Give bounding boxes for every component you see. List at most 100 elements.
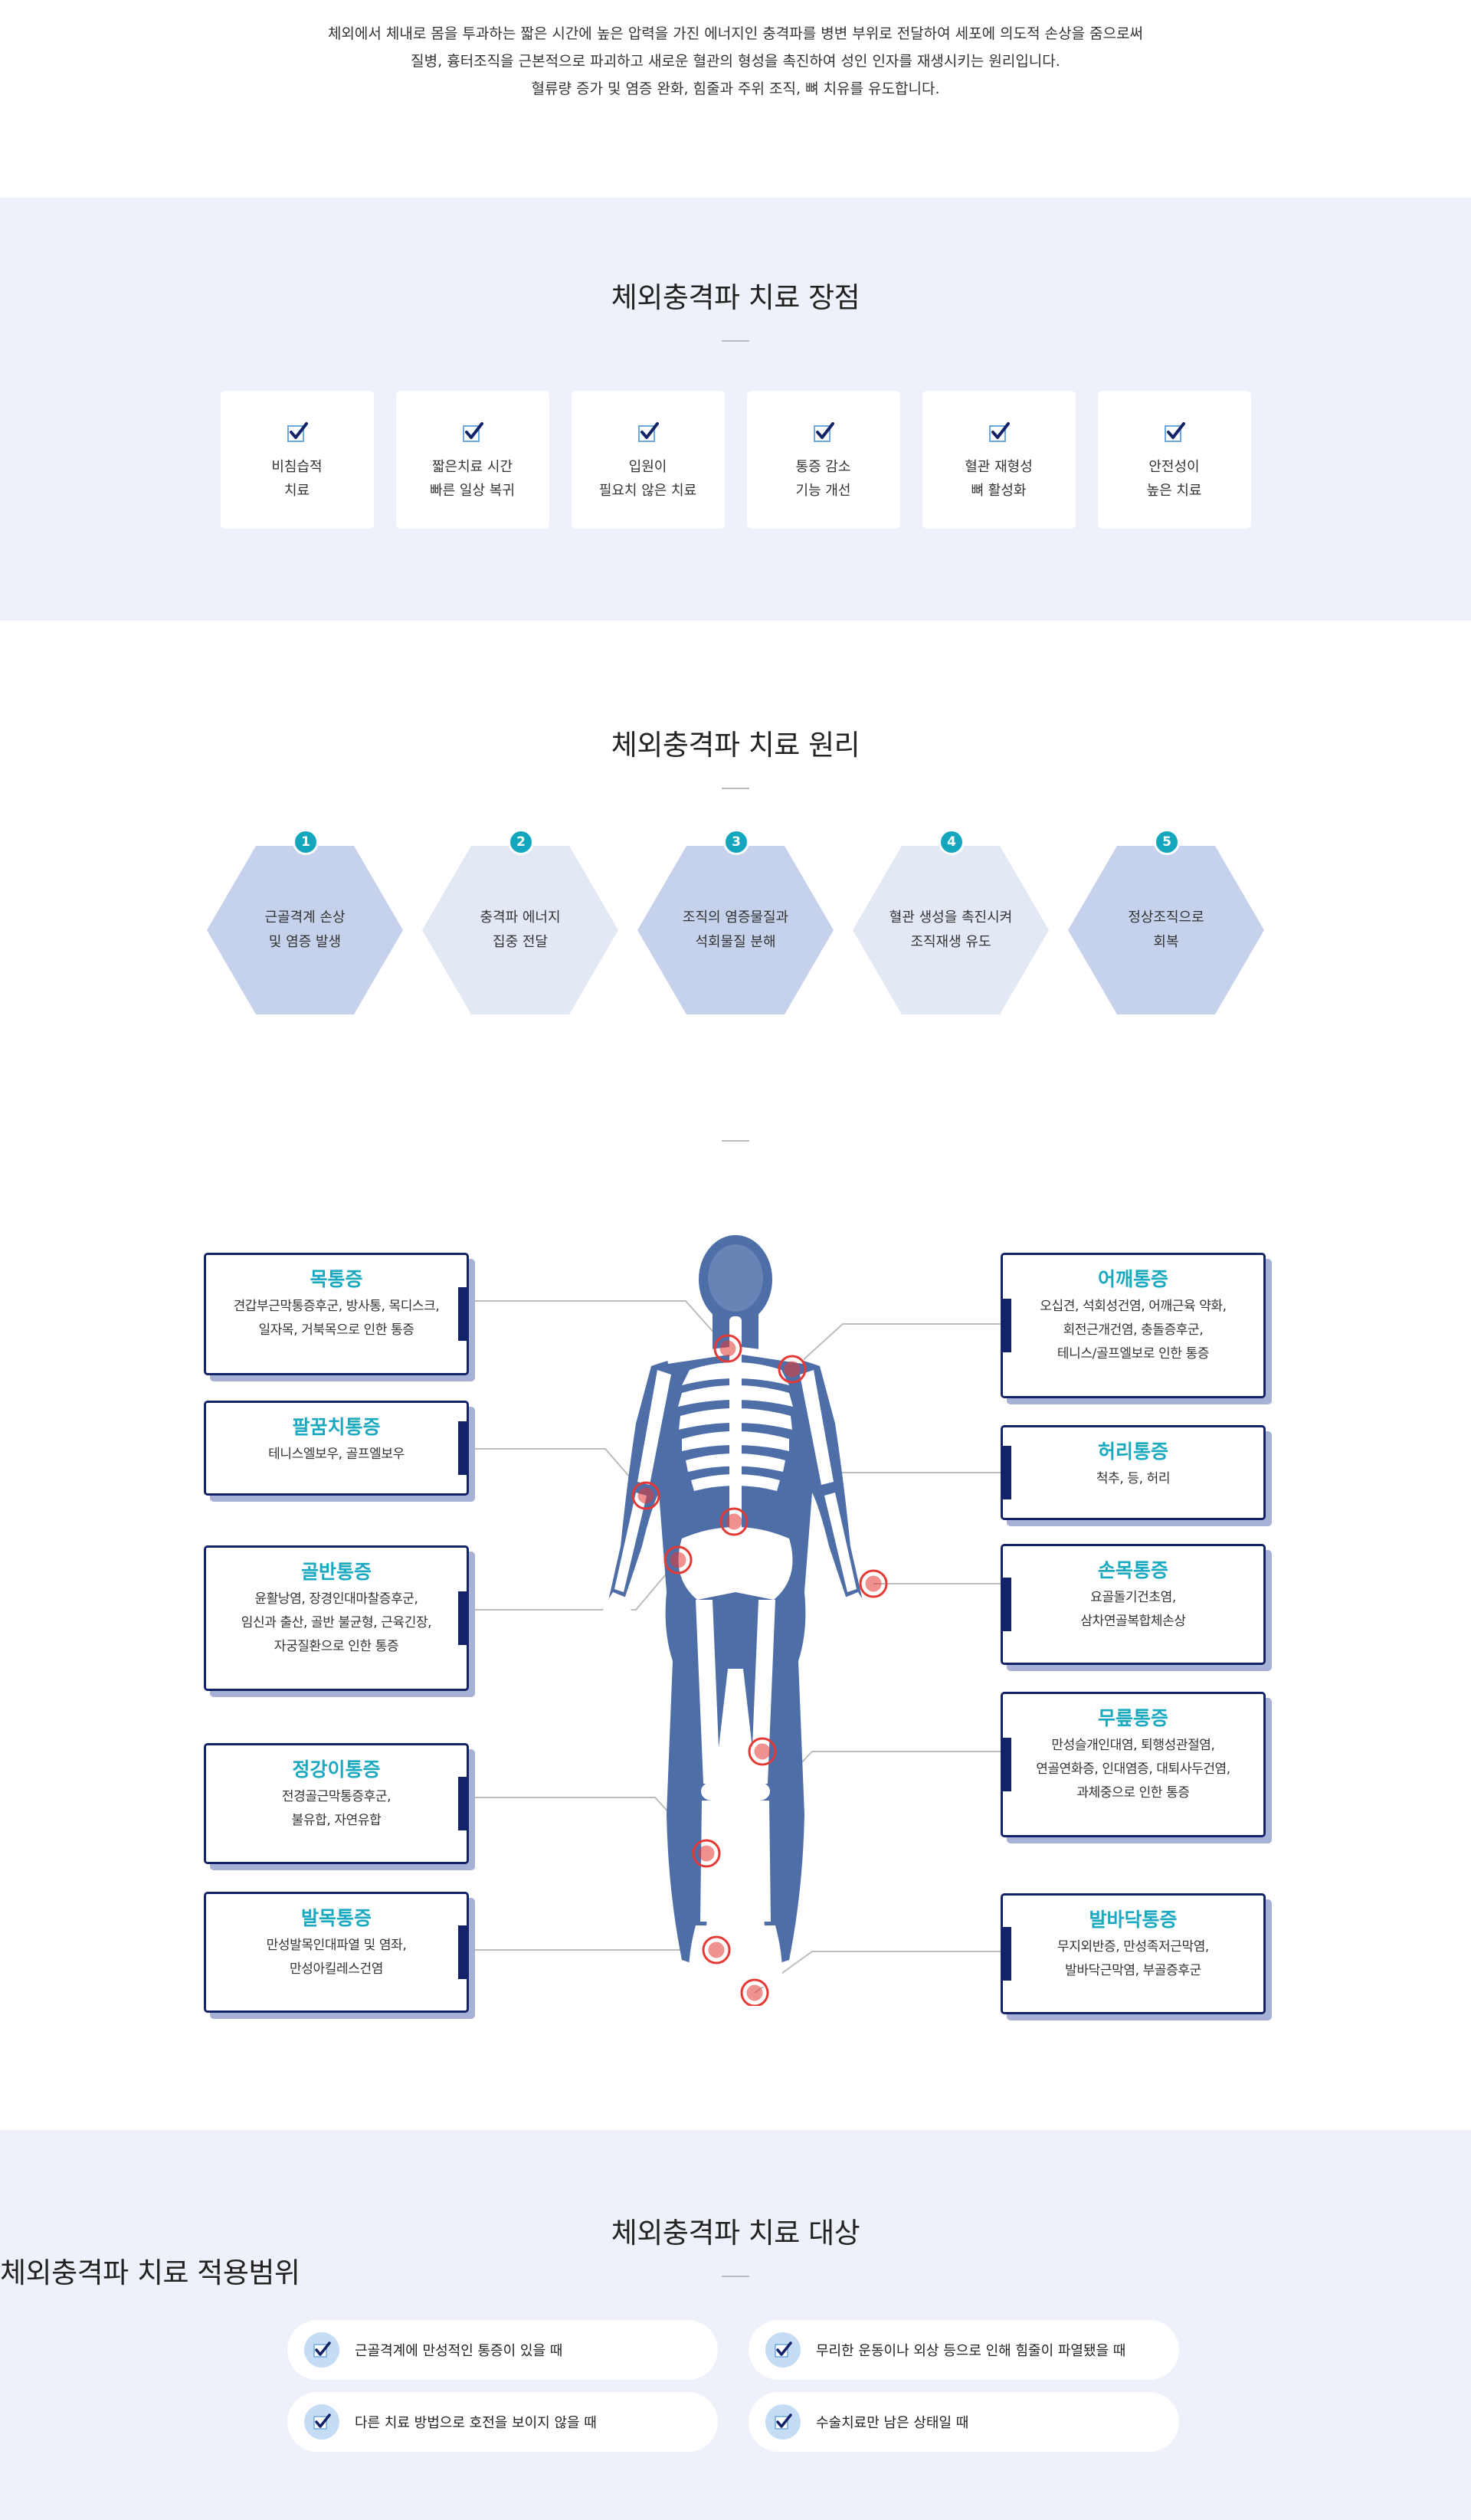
pain-point-elbow [631,1481,660,1510]
pain-box-pelvis: 골반통증 윤활낭염, 장경인대마찰증후군, 임신과 출산, 골반 불균형, 근육… [204,1545,469,1691]
box-accent-tab [458,1925,469,1979]
pain-box-desc: 자궁질환으로 인한 통증 [274,1639,399,1654]
advantage-label: 짧은치료 시간 [431,459,513,475]
pain-box-desc: 회전근개건염, 충돌증후군, [1063,1322,1204,1338]
target-text: 수술치료만 남은 상태일 때 [816,2415,969,2431]
pain-box-title: 허리통증 [1097,1440,1168,1463]
pain-box-desc: 전경골근막통증후군, [281,1789,392,1804]
checkbox-icon [462,422,483,442]
checkbox-icon [1164,422,1185,442]
pain-box-desc: 척추, 등, 허리 [1096,1471,1171,1486]
check-icon [765,2404,801,2440]
advantage-label: 높은 치료 [1146,483,1202,499]
pain-point-shoulder [778,1355,807,1384]
pain-box-title: 발바닥통증 [1089,1909,1178,1931]
range-section: 체외충격파 치료 적용범위 [0,1031,1471,2289]
box-accent-tab [1001,1738,1011,1791]
pain-box-desc: 불유합, 자연유합 [291,1813,382,1828]
pain-point-neck [713,1334,742,1363]
pain-box-title: 어깨통증 [1097,1268,1168,1290]
target-list: 근골격계에 만성적인 통증이 있을 때 무리한 운동이나 외상 등으로 인해 힘… [287,2320,1184,2452]
box-accent-tab [458,1421,469,1475]
step-text: 충격파 에너지 [480,909,561,926]
step-text: 정상조직으로 [1128,909,1204,926]
advantage-label: 빠른 일상 복귀 [430,483,515,499]
check-icon [304,2332,339,2368]
box-accent-tab [1001,1299,1011,1352]
pain-box-title: 팔꿈치통증 [292,1416,381,1438]
pain-box-desc: 발바닥근막염, 부골증후군 [1065,1963,1201,1978]
target-title: 체외충격파 치료 대상 [611,2217,860,2250]
checkbox-icon [637,422,659,442]
step-text: 근골격계 손상 [264,909,346,926]
pain-box-wrist: 손목통증 요골돌기건초염, 삼차연골복합체손상 [1001,1544,1266,1665]
target-section: 체외충격파 치료 대상 근골격계에 만성적인 통증이 있을 때 무리한 운동이나… [0,2130,1471,2520]
step-text: 및 염증 발생 [268,934,342,950]
advantage-label: 혈관 재형성 [965,459,1033,475]
pain-box-knee: 무릎통증 만성슬개인대염, 퇴행성관절염, 연골연화증, 인대염증, 대퇴사두건… [1001,1692,1266,1837]
title-divider [722,2276,749,2277]
pain-box-ankle: 발목통증 만성발목인대파열 및 염좌, 만성아킬레스건염 [204,1892,469,2013]
step-text: 석회물질 분해 [695,934,776,950]
pain-point-shin [692,1839,721,1868]
advantage-label: 입원이 [628,459,667,475]
box-accent-tab [458,1777,469,1830]
range-title: 체외충격파 치료 적용범위 [0,2256,300,2289]
pain-box-shoulder: 어깨통증 오십견, 석회성건염, 어깨근육 약화, 회전근개건염, 충돌증후군,… [1001,1253,1266,1398]
pain-point-back [719,1507,749,1536]
box-accent-tab [458,1287,469,1341]
pain-box-back: 허리통증 척추, 등, 허리 [1001,1425,1266,1520]
pain-point-sole [740,1978,769,2006]
pain-point-ankle [702,1935,731,1965]
target-item: 수술치료만 남은 상태일 때 [749,2392,1179,2452]
pain-box-title: 발목통증 [300,1907,372,1929]
target-text: 무리한 운동이나 외상 등으로 인해 힘줄이 파열됐을 때 [816,2343,1126,2359]
target-item: 다른 치료 방법으로 호전을 보이지 않을 때 [287,2392,718,2452]
pain-box-title: 목통증 [310,1268,363,1290]
pain-box-desc: 과체중으로 인한 통증 [1076,1785,1190,1801]
principle-title: 체외충격파 치료 원리 [611,729,860,762]
target-item: 근골격계에 만성적인 통증이 있을 때 [287,2320,718,2380]
pain-point-knee [748,1737,777,1766]
step-number-badge: 2 [508,829,534,855]
target-item: 무리한 운동이나 외상 등으로 인해 힘줄이 파열됐을 때 [749,2320,1179,2380]
target-text: 다른 치료 방법으로 호전을 보이지 않을 때 [355,2415,597,2431]
pain-box-desc: 무지외반증, 만성족저근막염, [1057,1939,1209,1955]
pain-box-shin: 정강이통증 전경골근막통증후군, 불유합, 자연유합 [204,1743,469,1864]
advantages-title: 체외충격파 치료 장점 [611,281,860,314]
pain-box-desc: 만성슬개인대염, 퇴행성관절염, [1051,1738,1215,1753]
check-icon [304,2404,339,2440]
check-icon [765,2332,801,2368]
pain-box-neck: 목통증 견갑부근막통증후군, 방사통, 목디스크, 일자목, 거북목으로 인한 … [204,1253,469,1375]
step-number-badge: 4 [939,829,965,855]
box-accent-tab [1001,1927,1011,1981]
pain-box-desc: 임신과 출산, 골반 불균형, 근육긴장, [241,1615,432,1630]
box-accent-tab [458,1591,469,1645]
checkbox-icon [813,422,834,442]
title-divider [722,1140,749,1142]
intro-text-line: 질병, 흉터조직을 근본적으로 파괴하고 새로운 혈관의 형성을 촉진하여 성인… [411,53,1060,70]
advantage-label: 안전성이 [1148,459,1200,475]
pain-box-desc: 요골돌기건초염, [1090,1590,1176,1605]
advantage-label: 기능 개선 [795,483,851,499]
step-text: 혈관 생성을 촉진시켜 [889,909,1013,926]
target-text: 근골격계에 만성적인 통증이 있을 때 [355,2343,563,2359]
intro-text-line: 체외에서 체내로 몸을 투과하는 짧은 시간에 높은 압력을 가진 에너지인 충… [327,25,1144,42]
